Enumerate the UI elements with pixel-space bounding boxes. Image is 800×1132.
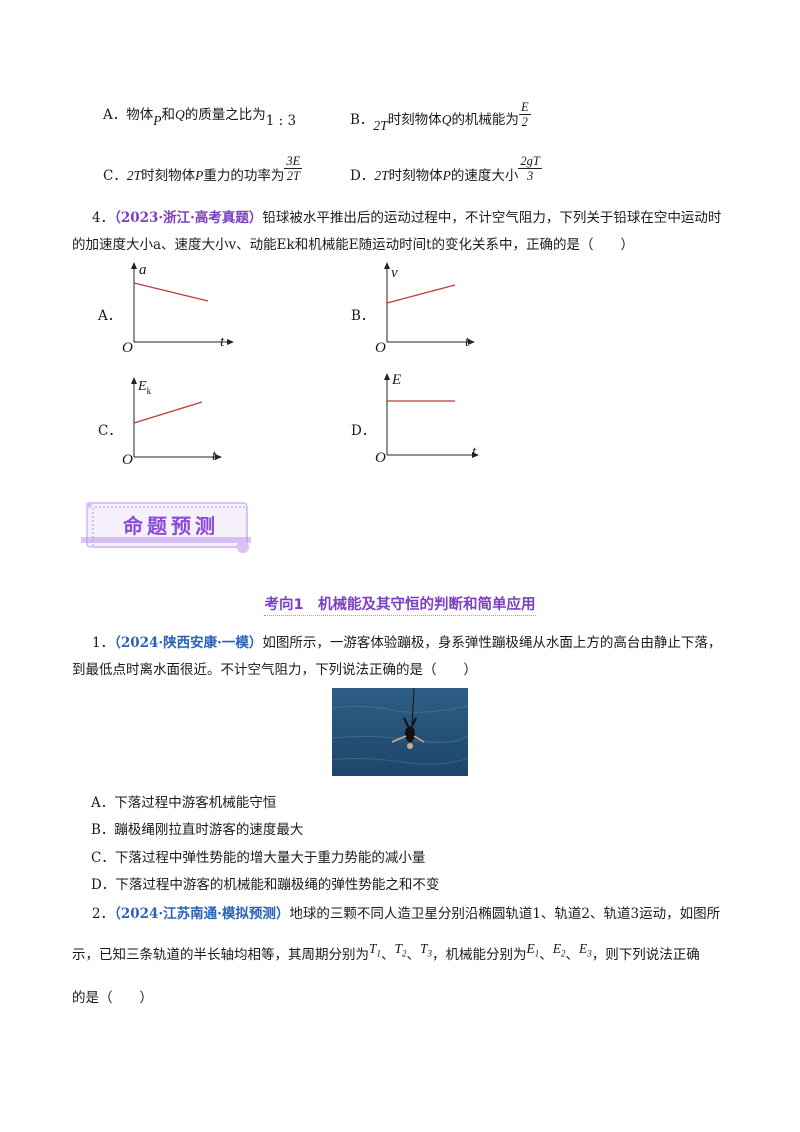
- q4-graph-d-xaxis-label: t: [472, 444, 477, 460]
- q2-stem-line2: 示，已知三条轨道的半长轴均相等，其周期分别为T1、T2、T3，机械能分别为E1、…: [72, 941, 700, 963]
- q4-graph-b-origin: O: [375, 340, 386, 356]
- q4-graph-c-origin: O: [122, 452, 133, 468]
- q4-graph-b: [371, 262, 491, 362]
- section-banner: 命题预测: [79, 497, 259, 555]
- q1-option-d: D．下落过程中游客的机械能和蹦极绳的弹性势能之和不变: [91, 877, 440, 893]
- y-axis-arrow: [384, 262, 390, 269]
- energy-e2: E2: [552, 941, 566, 959]
- q4-graph-d: [371, 373, 491, 473]
- q4-graph-b-xaxis-label: t: [465, 334, 470, 350]
- x-axis-arrow: [472, 452, 479, 458]
- q1-source: （2024·陕西安康·一模）: [114, 635, 263, 651]
- period-t1: T1: [369, 941, 382, 959]
- q4-stem-line1: 4．（2023·浙江·高考真题）铅球被水平推出后的运动过程中，不计空气阻力，下列…: [92, 210, 722, 226]
- q4-graph-d-origin: O: [375, 450, 386, 466]
- q4-graph-b-yaxis-label: v: [391, 265, 398, 281]
- q2-source: （2024·江苏南通·模拟预测）: [114, 906, 290, 922]
- q1-option-b: B．蹦极绳刚拉直时游客的速度最大: [91, 822, 304, 838]
- q4-graph-a-xaxis-label: t: [220, 334, 225, 350]
- q4-graph-c-xaxis-label: t: [212, 448, 217, 464]
- q4-option-a-label: A．: [98, 308, 122, 324]
- q1-option-a: A．下落过程中游客机械能守恒: [91, 795, 277, 811]
- q2-stem-line3: 的是（ ）: [72, 990, 153, 1006]
- banner-title: 命题预测: [123, 514, 219, 538]
- x-axis-arrow: [468, 339, 475, 345]
- energy-e1: E1: [526, 941, 540, 959]
- q4-option-c-label: C．: [98, 423, 122, 439]
- q4-option-b-label: B．: [351, 308, 375, 324]
- period-t3: T3: [420, 941, 433, 959]
- period-t2: T2: [394, 941, 407, 959]
- q4-graph-d-yaxis-label: E: [392, 372, 402, 388]
- q4-graph-c-yaxis-label: Ek: [138, 379, 152, 396]
- q1-option-c: C．下落过程中弹性势能的增大量大于重力势能的减小量: [91, 850, 426, 866]
- v-t-line: [386, 284, 456, 304]
- q1-stem-line2: 到最低点时离水面很近。不计空气阻力，下列说法正确的是（ ）: [72, 662, 477, 678]
- q4-graph-a: [118, 262, 238, 362]
- y-axis-arrow: [384, 373, 390, 380]
- q4-graph-c: [118, 377, 238, 477]
- x-axis-arrow: [227, 339, 234, 345]
- y-axis-arrow: [131, 377, 137, 384]
- prev-option-a: A．物体P和Q的质量之比为1 : 3: [103, 107, 297, 129]
- section-title: 考向1 机械能及其守恒的判断和简单应用: [0, 593, 800, 616]
- bungee-photo: [331, 687, 469, 776]
- q4-graph-a-origin: O: [122, 340, 133, 356]
- x-axis-arrow: [215, 454, 222, 460]
- q1-stem-line1: 1．（2024·陕西安康·一模）如图所示，一游客体验蹦极，身系弹性蹦极绳从水面上…: [92, 635, 722, 651]
- y-axis-arrow: [131, 262, 137, 269]
- q4-option-d-label: D．: [351, 423, 376, 439]
- ek-t-line: [133, 401, 203, 424]
- a-t-line: [133, 282, 209, 302]
- q4-graph-a-yaxis-label: a: [139, 262, 147, 278]
- energy-e3: E3: [579, 941, 592, 959]
- q2-stem-line1: 2．（2024·江苏南通·模拟预测）地球的三颗不同人造卫星分别沿椭圆轨道1、轨道…: [92, 906, 721, 922]
- q4-stem-line2: 的加速度大小a、速度大小v、动能Ek和机械能E随运动时间t的变化关系中，正确的是…: [72, 237, 634, 253]
- q4-source: （2023·浙江·高考真题）: [114, 210, 263, 226]
